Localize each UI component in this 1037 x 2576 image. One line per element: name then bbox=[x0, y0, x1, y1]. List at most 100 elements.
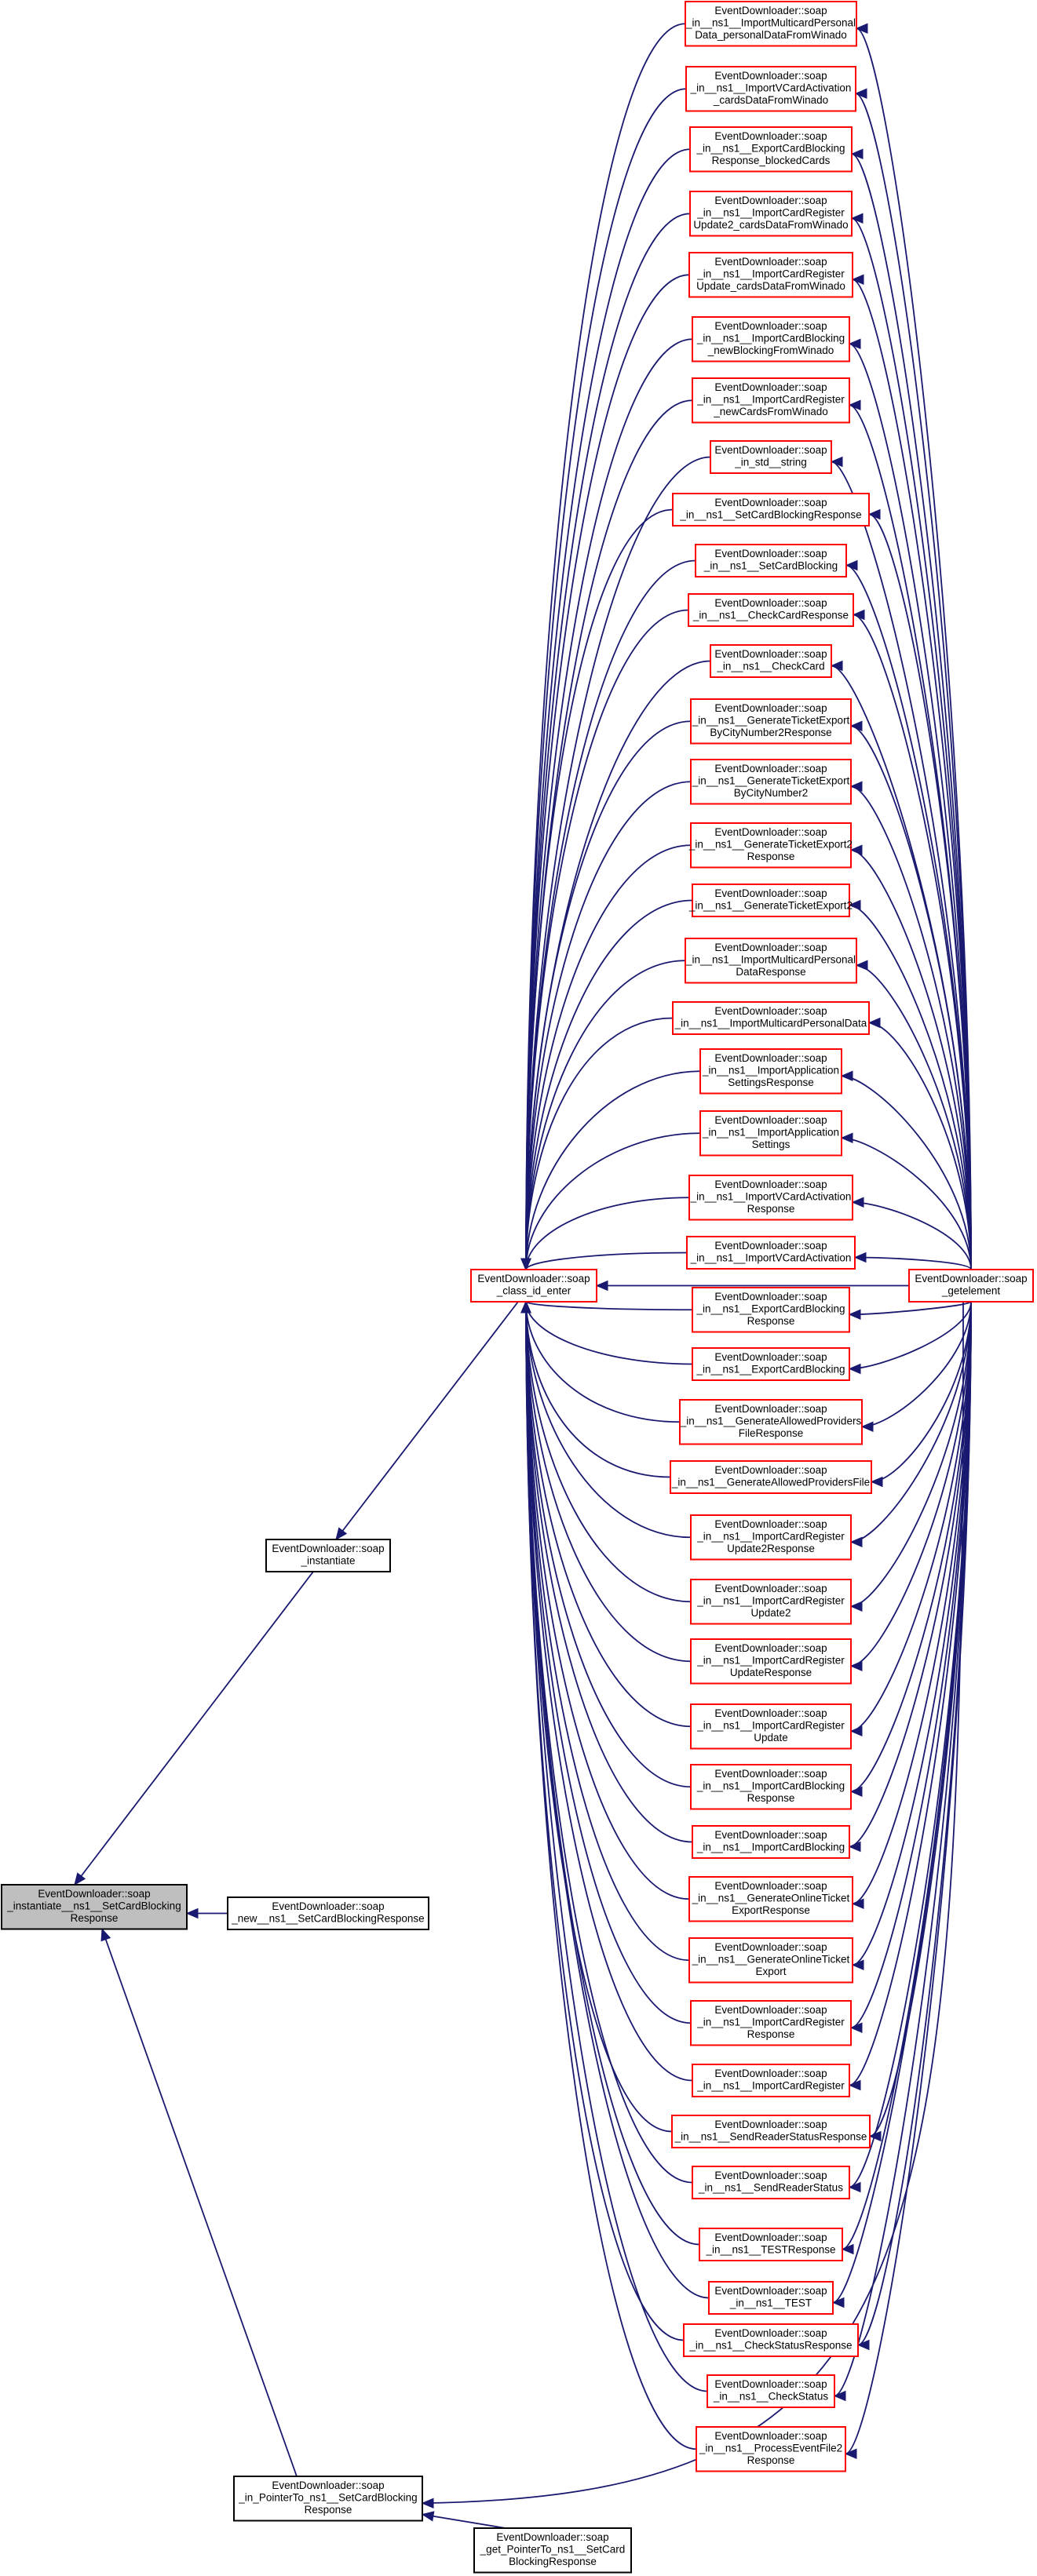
node-in-4[interactable]: EventDownloader::soap_in__ns1__ImportCar… bbox=[688, 252, 853, 298]
node-in-2-box bbox=[689, 126, 853, 173]
node-in-12[interactable]: EventDownloader::soap_in__ns1__GenerateT… bbox=[690, 698, 852, 745]
node-in-42[interactable]: EventDownloader::soap_in__ns1__ProcessEv… bbox=[696, 2426, 846, 2472]
node-in-8[interactable]: EventDownloader::soap_in__ns1__SetCardBl… bbox=[672, 493, 870, 526]
edge-getelement-to-in-11-arrowhead bbox=[830, 660, 843, 672]
edge-in-28-to-classid bbox=[525, 1301, 692, 1663]
edge-getelement-to-in-7-arrowhead bbox=[830, 456, 843, 468]
edge-getelement-to-in-4-arrowhead bbox=[851, 274, 864, 286]
edge-getelement-to-in-22 bbox=[849, 1301, 972, 1316]
node-in-39[interactable]: EventDownloader::soap_in__ns1__TEST bbox=[708, 2281, 834, 2315]
node-soap-instantiate[interactable]: EventDownloader::soap_instantiate bbox=[265, 1539, 391, 1572]
node-in-40[interactable]: EventDownloader::soap_in__ns1__CheckStat… bbox=[683, 2323, 859, 2357]
node-root-instantiate-setcardblockingresponse[interactable]: EventDownloader::soap_instantiate__ns1__… bbox=[1, 1884, 188, 1930]
node-in-42-box bbox=[696, 2426, 846, 2472]
node-in-0[interactable]: EventDownloader::soap_in__ns1__ImportMul… bbox=[685, 1, 857, 47]
node-in-15-label: EventDownloader::soap bbox=[714, 887, 827, 899]
node-in-7-label: _in_std__string bbox=[734, 457, 807, 468]
node-in-23[interactable]: EventDownloader::soap_in__ns1__ExportCar… bbox=[692, 1347, 850, 1381]
edge-in-25-to-classid bbox=[525, 1301, 671, 1478]
node-in-4-label: Update_cardsDataFromWinado bbox=[696, 280, 845, 292]
node-in-11[interactable]: EventDownloader::soap_in__ns1__CheckCard bbox=[710, 644, 832, 678]
node-in-21[interactable]: EventDownloader::soap_in__ns1__ImportVCa… bbox=[686, 1236, 856, 1270]
node-in-16[interactable]: EventDownloader::soap_in__ns1__ImportMul… bbox=[685, 938, 857, 984]
node-in-27[interactable]: EventDownloader::soap_in__ns1__ImportCar… bbox=[690, 1579, 852, 1625]
edge-getelement-to-in-10 bbox=[853, 614, 972, 1270]
edge-getelement-to-in-33-arrowhead bbox=[851, 1959, 864, 1971]
node-in-6[interactable]: EventDownloader::soap_in__ns1__ImportCar… bbox=[692, 377, 850, 424]
node-in-38[interactable]: EventDownloader::soap_in__ns1__TESTRespo… bbox=[699, 2228, 843, 2261]
edge-in-29-to-classid bbox=[525, 1301, 692, 1728]
node-in-7[interactable]: EventDownloader::soap_in_std__string bbox=[710, 440, 832, 474]
edge-in-16-to-classid bbox=[525, 960, 686, 1270]
node-in-8-label: _in__ns1__SetCardBlockingResponse bbox=[679, 509, 861, 521]
node-in-41[interactable]: EventDownloader::soap_in__ns1__CheckStat… bbox=[707, 2374, 835, 2408]
node-in-31[interactable]: EventDownloader::soap_in__ns1__ImportCar… bbox=[692, 1825, 850, 1859]
node-in-13-box bbox=[690, 759, 852, 805]
node-in-34[interactable]: EventDownloader::soap_in__ns1__ImportCar… bbox=[690, 2000, 852, 2046]
node-in-28[interactable]: EventDownloader::soap_in__ns1__ImportCar… bbox=[690, 1638, 852, 1685]
edge-in-33-to-classid bbox=[525, 1301, 690, 1962]
edge-getelement-to-in-18 bbox=[841, 1075, 972, 1270]
node-in-22[interactable]: EventDownloader::soap_in__ns1__ExportCar… bbox=[692, 1287, 850, 1333]
node-in-9[interactable]: EventDownloader::soap_in__ns1__SetCardBl… bbox=[695, 544, 847, 578]
node-in-5-label: _in__ns1__ImportCardBlocking bbox=[696, 333, 845, 344]
node-in-19[interactable]: EventDownloader::soap_in__ns1__ImportApp… bbox=[699, 1110, 842, 1157]
edge-in-1-to-classid bbox=[525, 88, 687, 1270]
node-in-2[interactable]: EventDownloader::soap_in__ns1__ExportCar… bbox=[689, 126, 853, 173]
node-in-20-label: EventDownloader::soap bbox=[714, 1179, 827, 1190]
node-in-36[interactable]: EventDownloader::soap_in__ns1__SendReade… bbox=[671, 2115, 871, 2148]
node-in-17[interactable]: EventDownloader::soap_in__ns1__ImportMul… bbox=[672, 1001, 870, 1035]
node-in-30-box bbox=[690, 1764, 852, 1810]
node-in-1[interactable]: EventDownloader::soap_in__ns1__ImportVCa… bbox=[685, 66, 856, 112]
node-in-18[interactable]: EventDownloader::soap_in__ns1__ImportApp… bbox=[699, 1048, 842, 1095]
node-soap-new-setcardblockingresponse[interactable]: EventDownloader::soap_new__ns1__SetCardB… bbox=[227, 1896, 429, 1930]
node-soap-getelement[interactable]: EventDownloader::soap_getelement bbox=[908, 1269, 1034, 1303]
node-in-35[interactable]: EventDownloader::soap_in__ns1__ImportCar… bbox=[692, 2064, 850, 2097]
node-in-24[interactable]: EventDownloader::soap_in__ns1__GenerateA… bbox=[679, 1399, 863, 1445]
node-in-pointerto-setcardblockingresponse-label: EventDownloader::soap bbox=[272, 2479, 384, 2491]
node-in-10[interactable]: EventDownloader::soap_in__ns1__CheckCard… bbox=[688, 593, 854, 627]
node-in-37[interactable]: EventDownloader::soap_in__ns1__SendReade… bbox=[692, 2166, 850, 2199]
edge-getelement-to-in-16-arrowhead bbox=[855, 960, 868, 971]
node-get-pointerto-setcardblockingresponse-box bbox=[473, 2527, 632, 2574]
node-soap-class-id-enter[interactable]: EventDownloader::soap_class_id_enter bbox=[470, 1269, 597, 1303]
node-in-39-label: _in__ns1__TEST bbox=[729, 2297, 812, 2309]
node-in-32[interactable]: EventDownloader::soap_in__ns1__GenerateO… bbox=[688, 1876, 853, 1922]
node-in-26[interactable]: EventDownloader::soap_in__ns1__ImportCar… bbox=[690, 1514, 852, 1561]
edge-getelement-to-in-1-arrowhead bbox=[854, 88, 867, 100]
node-in-5[interactable]: EventDownloader::soap_in__ns1__ImportCar… bbox=[692, 316, 850, 363]
node-in-23-label: _in__ns1__ExportCardBlocking bbox=[696, 1364, 845, 1375]
node-in-15-label: _in__ns1__GenerateTicketExport2 bbox=[688, 900, 853, 912]
node-in-30[interactable]: EventDownloader::soap_in__ns1__ImportCar… bbox=[690, 1764, 852, 1810]
node-in-33[interactable]: EventDownloader::soap_in__ns1__GenerateO… bbox=[688, 1937, 853, 1984]
node-in-26-label: Update2Response bbox=[727, 1543, 815, 1554]
node-in-24-label: _in__ns1__GenerateAllowedProviders bbox=[680, 1416, 862, 1427]
edge-getelement-to-in-28-arrowhead bbox=[849, 1660, 863, 1672]
node-in-1-box bbox=[685, 66, 856, 112]
node-get-pointerto-setcardblockingresponse-label: _get_PointerTo_ns1__SetCard bbox=[480, 2544, 626, 2556]
node-in-3-label: _in__ns1__ImportCardRegister bbox=[696, 207, 845, 219]
node-in-14[interactable]: EventDownloader::soap_in__ns1__GenerateT… bbox=[688, 822, 853, 869]
node-in-36-label: _in__ns1__SendReaderStatusResponse bbox=[674, 2131, 867, 2143]
node-in-20[interactable]: EventDownloader::soap_in__ns1__ImportVCa… bbox=[688, 1175, 853, 1221]
node-in-2-label: _in__ns1__ExportCardBlocking bbox=[696, 143, 845, 155]
edge-in-18-to-classid bbox=[525, 1070, 701, 1270]
node-in-pointerto-setcardblockingresponse[interactable]: EventDownloader::soap_in_PointerTo_ns1__… bbox=[233, 2476, 423, 2522]
node-in-19-label: Settings bbox=[752, 1139, 791, 1150]
node-get-pointerto-setcardblockingresponse[interactable]: EventDownloader::soap_get_PointerTo_ns1_… bbox=[473, 2527, 632, 2574]
node-in-15[interactable]: EventDownloader::soap_in__ns1__GenerateT… bbox=[688, 884, 853, 917]
edge-getelement-to-in-37-arrowhead bbox=[848, 2181, 861, 2193]
edge-instantiate-to-root bbox=[74, 1571, 314, 1886]
node-in-29[interactable]: EventDownloader::soap_in__ns1__ImportCar… bbox=[690, 1703, 852, 1750]
node-in-11-label: _in__ns1__CheckCard bbox=[716, 661, 824, 672]
edge-getelement-to-in-26 bbox=[850, 1301, 972, 1543]
edge-getelement-to-in-12-arrowhead bbox=[849, 720, 863, 732]
edge-in-26-to-classid bbox=[525, 1301, 692, 1539]
edge-getelement-to-in-30 bbox=[850, 1301, 972, 1793]
edge-getelement-to-in-19-arrowhead bbox=[840, 1132, 853, 1144]
edge-getelement-to-in-23-arrowhead bbox=[848, 1363, 861, 1375]
node-in-3[interactable]: EventDownloader::soap_in__ns1__ImportCar… bbox=[689, 191, 853, 237]
node-in-25[interactable]: EventDownloader::soap_in__ns1__GenerateA… bbox=[670, 1460, 872, 1494]
node-in-10-label: _in__ns1__CheckCardResponse bbox=[692, 610, 849, 621]
node-in-13[interactable]: EventDownloader::soap_in__ns1__GenerateT… bbox=[690, 759, 852, 805]
